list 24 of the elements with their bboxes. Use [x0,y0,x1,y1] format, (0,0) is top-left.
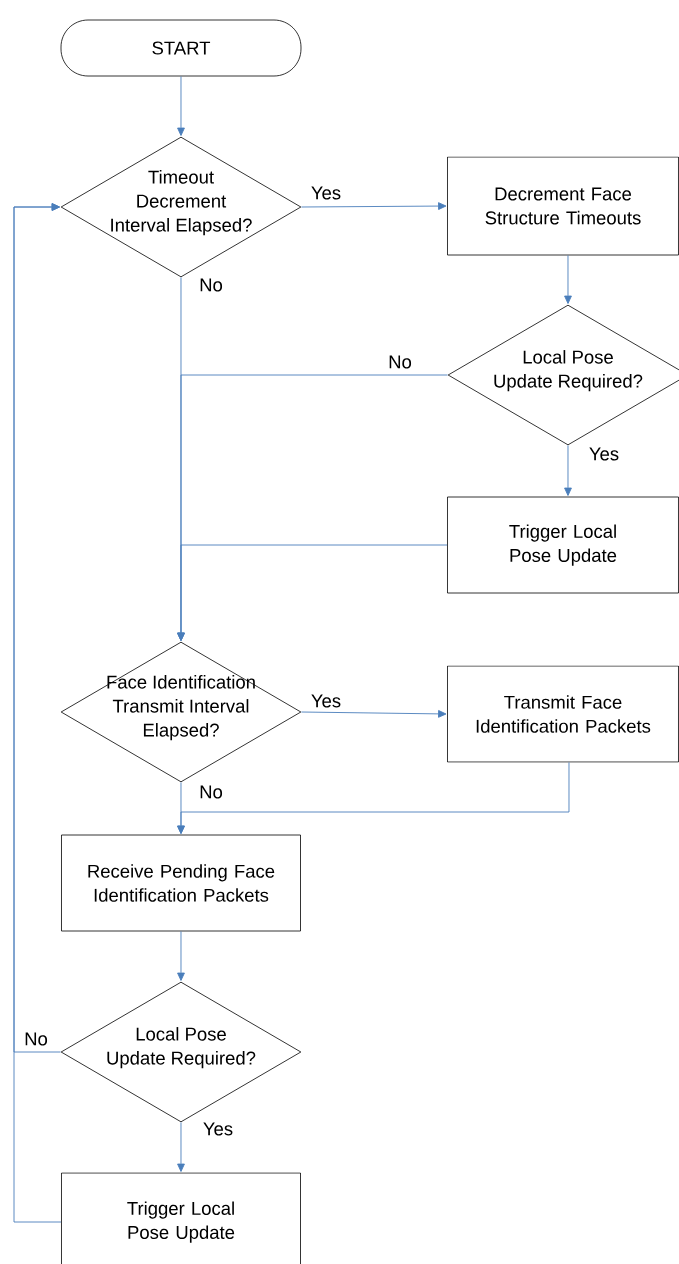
arrow [564,444,572,496]
edge-label: Yes [201,1121,235,1137]
process-box: Receive Pending Face Identification Packets [61,834,301,932]
edge-label: Yes [309,185,343,201]
edge-label: Yes [309,693,343,709]
arrow [564,254,572,304]
process-box: Trigger Local Pose Update [61,1172,301,1264]
terminal-box: START [60,19,302,77]
arrow [177,761,570,834]
arrow [177,544,448,641]
process-box: Transmit Face Identification Packets [447,665,679,763]
edge-label: Yes [587,446,621,462]
arrow [177,1121,185,1172]
arrow [13,203,62,1223]
process-box: Trigger Local Pose Update [447,496,679,594]
arrow [300,710,447,718]
edge-label: No [23,1031,49,1047]
arrow [300,202,447,210]
process-box: Decrement Face Structure Timeouts [447,156,679,256]
arrow [177,930,185,981]
edge-label: No [387,354,413,370]
edge-label: No [198,277,224,293]
edge-label: No [198,784,224,800]
arrow [177,75,185,136]
